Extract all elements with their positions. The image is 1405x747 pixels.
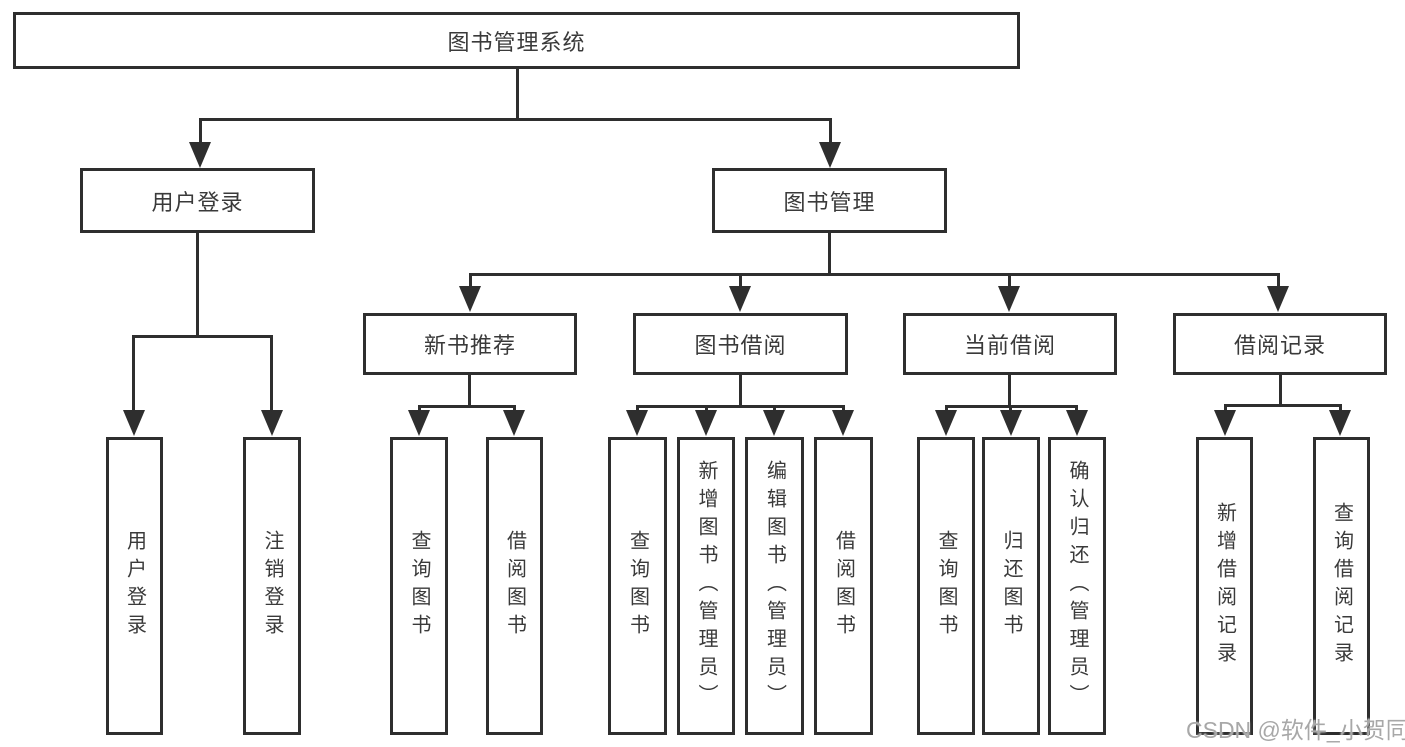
leaf-cur-return-books-label: 归还图书 — [1000, 530, 1022, 642]
leaf-cur-query-books-label: 查询图书 — [935, 530, 957, 642]
node-user-login: 用户登录 — [80, 168, 315, 233]
leaf-bor-edit-books-label: 编辑图书（管理员） — [763, 460, 786, 712]
leaf-bor-add-books-label: 新增图书（管理员） — [695, 460, 717, 712]
leaf-logout: 注销登录 — [243, 437, 301, 735]
arrowhead-book-borrow — [729, 286, 751, 312]
edge-book-borrow-bus — [636, 405, 844, 408]
edge-new-book-rec-stem — [468, 375, 471, 407]
leaf-cur-return-books: 归还图书 — [982, 437, 1040, 735]
node-borrow-record-label: 借阅记录 — [1233, 333, 1326, 358]
arrowhead-leaf-bor-edit — [763, 410, 785, 436]
arrowhead-leaf-rec-borrow — [503, 410, 525, 436]
edge-current-borrow-arm — [1008, 273, 1011, 290]
node-new-book-rec: 新书推荐 — [363, 313, 577, 375]
node-current-borrow-label: 当前借阅 — [963, 333, 1056, 358]
leaf-rec-borrow-books-label: 借阅图书 — [503, 530, 526, 642]
edge-leaf-rcd-add-arm — [1224, 404, 1227, 415]
arrowhead-leaf-cur-confirm — [1066, 410, 1088, 436]
node-borrow-record: 借阅记录 — [1173, 313, 1387, 375]
edge-new-book-rec-arm — [469, 273, 472, 290]
arrowhead-leaf-bor-query — [626, 410, 648, 436]
node-user-login-label: 用户登录 — [151, 189, 244, 215]
arrowhead-book-mgmt — [819, 142, 841, 168]
edge-leaf-rcd-query-arm — [1339, 404, 1342, 415]
arrowhead-leaf-rcd-query — [1329, 410, 1351, 436]
edge-level2-bus — [199, 118, 831, 121]
leaf-cur-confirm-return-label: 确认归还（管理员） — [1066, 460, 1088, 712]
edge-borrow-record-bus — [1224, 404, 1342, 407]
watermark: CSDN @软件_小贺同学 — [1186, 717, 1405, 743]
node-book-mgmt: 图书管理 — [712, 168, 947, 233]
leaf-bor-query-books-label: 查询图书 — [626, 530, 649, 642]
edge-root-stem — [516, 66, 519, 120]
edge-book-mgmt-arm — [829, 118, 832, 148]
leaf-bor-edit-books: 编辑图书（管理员） — [745, 437, 804, 735]
node-book-mgmt-label: 图书管理 — [783, 189, 876, 215]
node-new-book-rec-label: 新书推荐 — [423, 333, 516, 358]
leaf-user-login: 用户登录 — [106, 437, 163, 735]
edge-leaf-login-arm — [132, 335, 135, 414]
edge-book-mgmt-stem — [828, 233, 831, 275]
leaf-rec-query-books: 查询图书 — [390, 437, 448, 735]
leaf-logout-label: 注销登录 — [261, 530, 283, 642]
node-current-borrow: 当前借阅 — [903, 313, 1117, 375]
arrowhead-leaf-login — [123, 410, 145, 436]
arrowhead-leaf-bor-borrow — [832, 410, 854, 436]
node-root-label: 图书管理系统 — [447, 29, 586, 55]
arrowhead-leaf-cur-query — [935, 410, 957, 436]
edge-borrow-record-arm — [1277, 273, 1280, 290]
leaf-rcd-query-record: 查询借阅记录 — [1313, 437, 1370, 735]
leaf-cur-query-books: 查询图书 — [917, 437, 975, 735]
leaf-user-login-label: 用户登录 — [123, 530, 146, 642]
node-book-borrow: 图书借阅 — [633, 313, 848, 375]
arrowhead-leaf-rec-query — [408, 410, 430, 436]
arrowhead-leaf-logout — [261, 410, 283, 436]
edge-book-borrow-arm — [739, 273, 742, 290]
arrowhead-leaf-bor-add — [695, 410, 717, 436]
edge-user-login-stem — [196, 233, 199, 337]
arrowhead-leaf-cur-return — [1000, 410, 1022, 436]
leaf-rcd-add-record-label: 新增借阅记录 — [1213, 502, 1236, 670]
leaf-rec-query-books-label: 查询图书 — [408, 530, 430, 642]
edge-new-book-rec-bus — [418, 405, 516, 408]
edge-leaf-logout-arm — [270, 335, 273, 414]
arrowhead-new-book-rec — [459, 286, 481, 312]
leaf-cur-confirm-return: 确认归还（管理员） — [1048, 437, 1106, 735]
edge-user-login-arm — [199, 118, 202, 148]
leaf-bor-borrow-books: 借阅图书 — [814, 437, 873, 735]
arrowhead-current-borrow — [998, 286, 1020, 312]
edge-user-login-bus — [132, 335, 273, 338]
edge-level3-bus — [469, 273, 1279, 276]
leaf-bor-borrow-books-label: 借阅图书 — [832, 530, 855, 642]
leaf-bor-query-books: 查询图书 — [608, 437, 667, 735]
node-book-borrow-label: 图书借阅 — [694, 333, 787, 358]
arrowhead-leaf-rcd-add — [1214, 410, 1236, 436]
arrowhead-user-login — [189, 142, 211, 168]
edge-current-borrow-stem — [1008, 375, 1011, 407]
edge-borrow-record-stem — [1279, 375, 1282, 407]
leaf-rec-borrow-books: 借阅图书 — [486, 437, 543, 735]
leaf-bor-add-books: 新增图书（管理员） — [677, 437, 735, 735]
leaf-rcd-query-record-label: 查询借阅记录 — [1330, 502, 1353, 670]
edge-book-borrow-stem — [739, 375, 742, 407]
arrowhead-borrow-record — [1267, 286, 1289, 312]
leaf-rcd-add-record: 新增借阅记录 — [1196, 437, 1253, 735]
node-root: 图书管理系统 — [13, 12, 1020, 69]
